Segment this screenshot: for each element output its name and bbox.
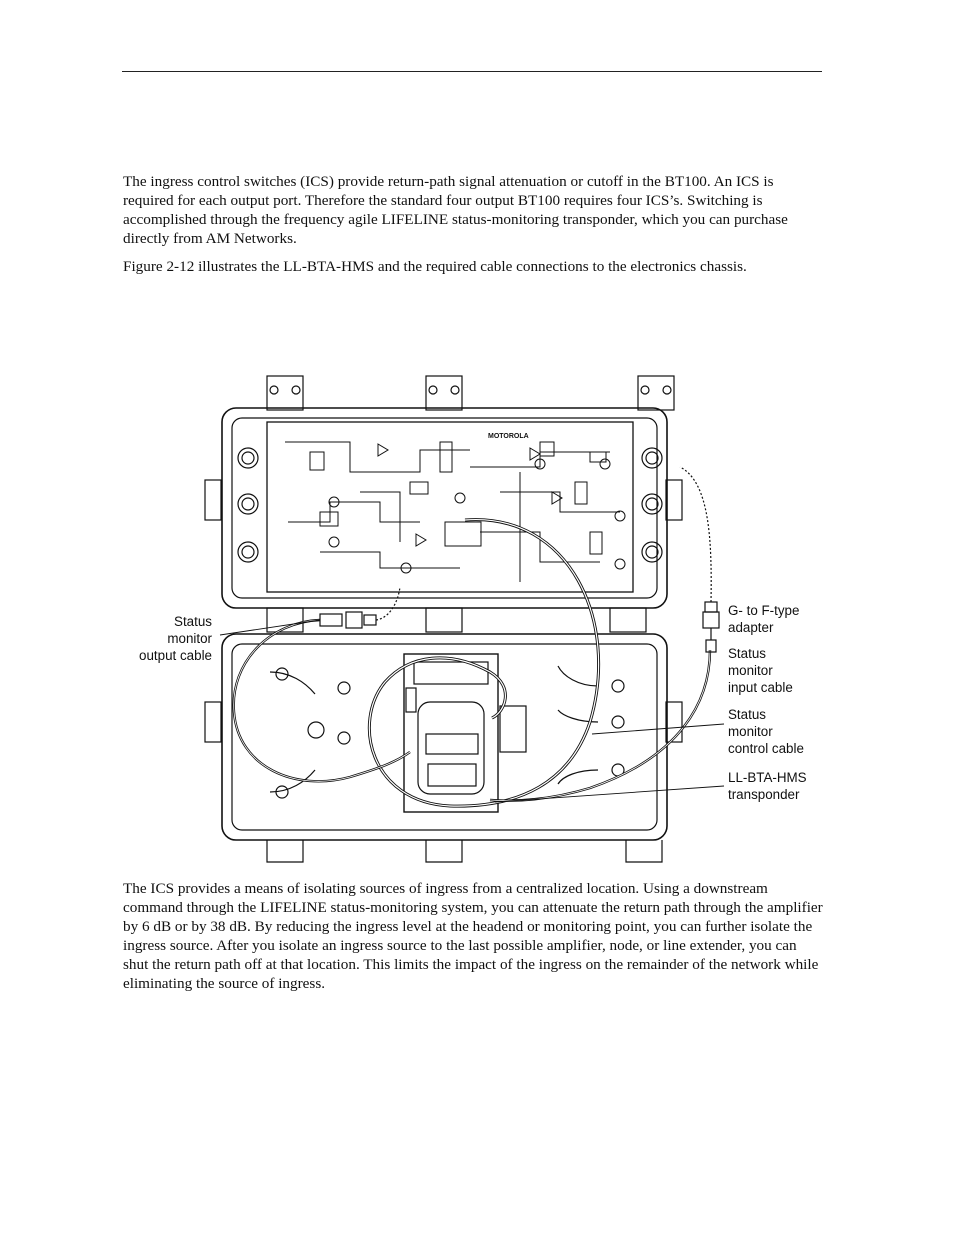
svg-text:Status: Status xyxy=(174,614,212,629)
svg-text:G- to F-type: G- to F-type xyxy=(728,603,799,618)
svg-text:transponder: transponder xyxy=(728,787,800,802)
callout-adapter: G- to F-type adapter xyxy=(728,603,799,635)
svg-text:monitor: monitor xyxy=(728,663,773,678)
svg-text:monitor: monitor xyxy=(728,724,773,739)
svg-text:monitor: monitor xyxy=(167,631,212,646)
figure-transponder-installation: MOTOROLA xyxy=(139,375,807,863)
ll-bta-hms-transponder xyxy=(403,653,527,813)
paragraph-ics-isolation: The ICS provides a means of isolating so… xyxy=(123,880,823,992)
svg-text:input cable: input cable xyxy=(728,680,793,695)
svg-text:Status: Status xyxy=(728,707,766,722)
callout-transponder: LL-BTA-HMS transponder xyxy=(728,770,807,802)
callout-input-cable: Status monitor input cable xyxy=(728,646,793,695)
status-monitor-input-cable xyxy=(489,649,712,802)
paragraph-figure-reference: Figure 2-12 illustrates the LL-BTA-HMS a… xyxy=(123,258,747,275)
paragraph-ics-intro: The ingress control switches (ICS) provi… xyxy=(123,173,788,247)
svg-text:output cable: output cable xyxy=(139,648,212,663)
housing-lid xyxy=(221,407,668,609)
header-rule xyxy=(122,71,822,72)
callout-leaders xyxy=(219,619,725,803)
svg-text:adapter: adapter xyxy=(728,620,774,635)
svg-text:LL-BTA-HMS: LL-BTA-HMS xyxy=(728,770,807,785)
callout-control-cable: Status monitor control cable xyxy=(728,707,804,756)
svg-text:Status: Status xyxy=(728,646,766,661)
housing-lid-tabs xyxy=(204,375,683,521)
housing-base xyxy=(204,633,683,863)
callout-output-cable: Status monitor output cable xyxy=(139,614,213,663)
brand-logo-text: MOTOROLA xyxy=(488,433,529,440)
g-to-f-type-adapter-icon xyxy=(679,466,720,653)
svg-text:control cable: control cable xyxy=(728,741,804,756)
electronics-chassis-circuit xyxy=(285,441,626,582)
housing-hinges xyxy=(266,607,647,633)
